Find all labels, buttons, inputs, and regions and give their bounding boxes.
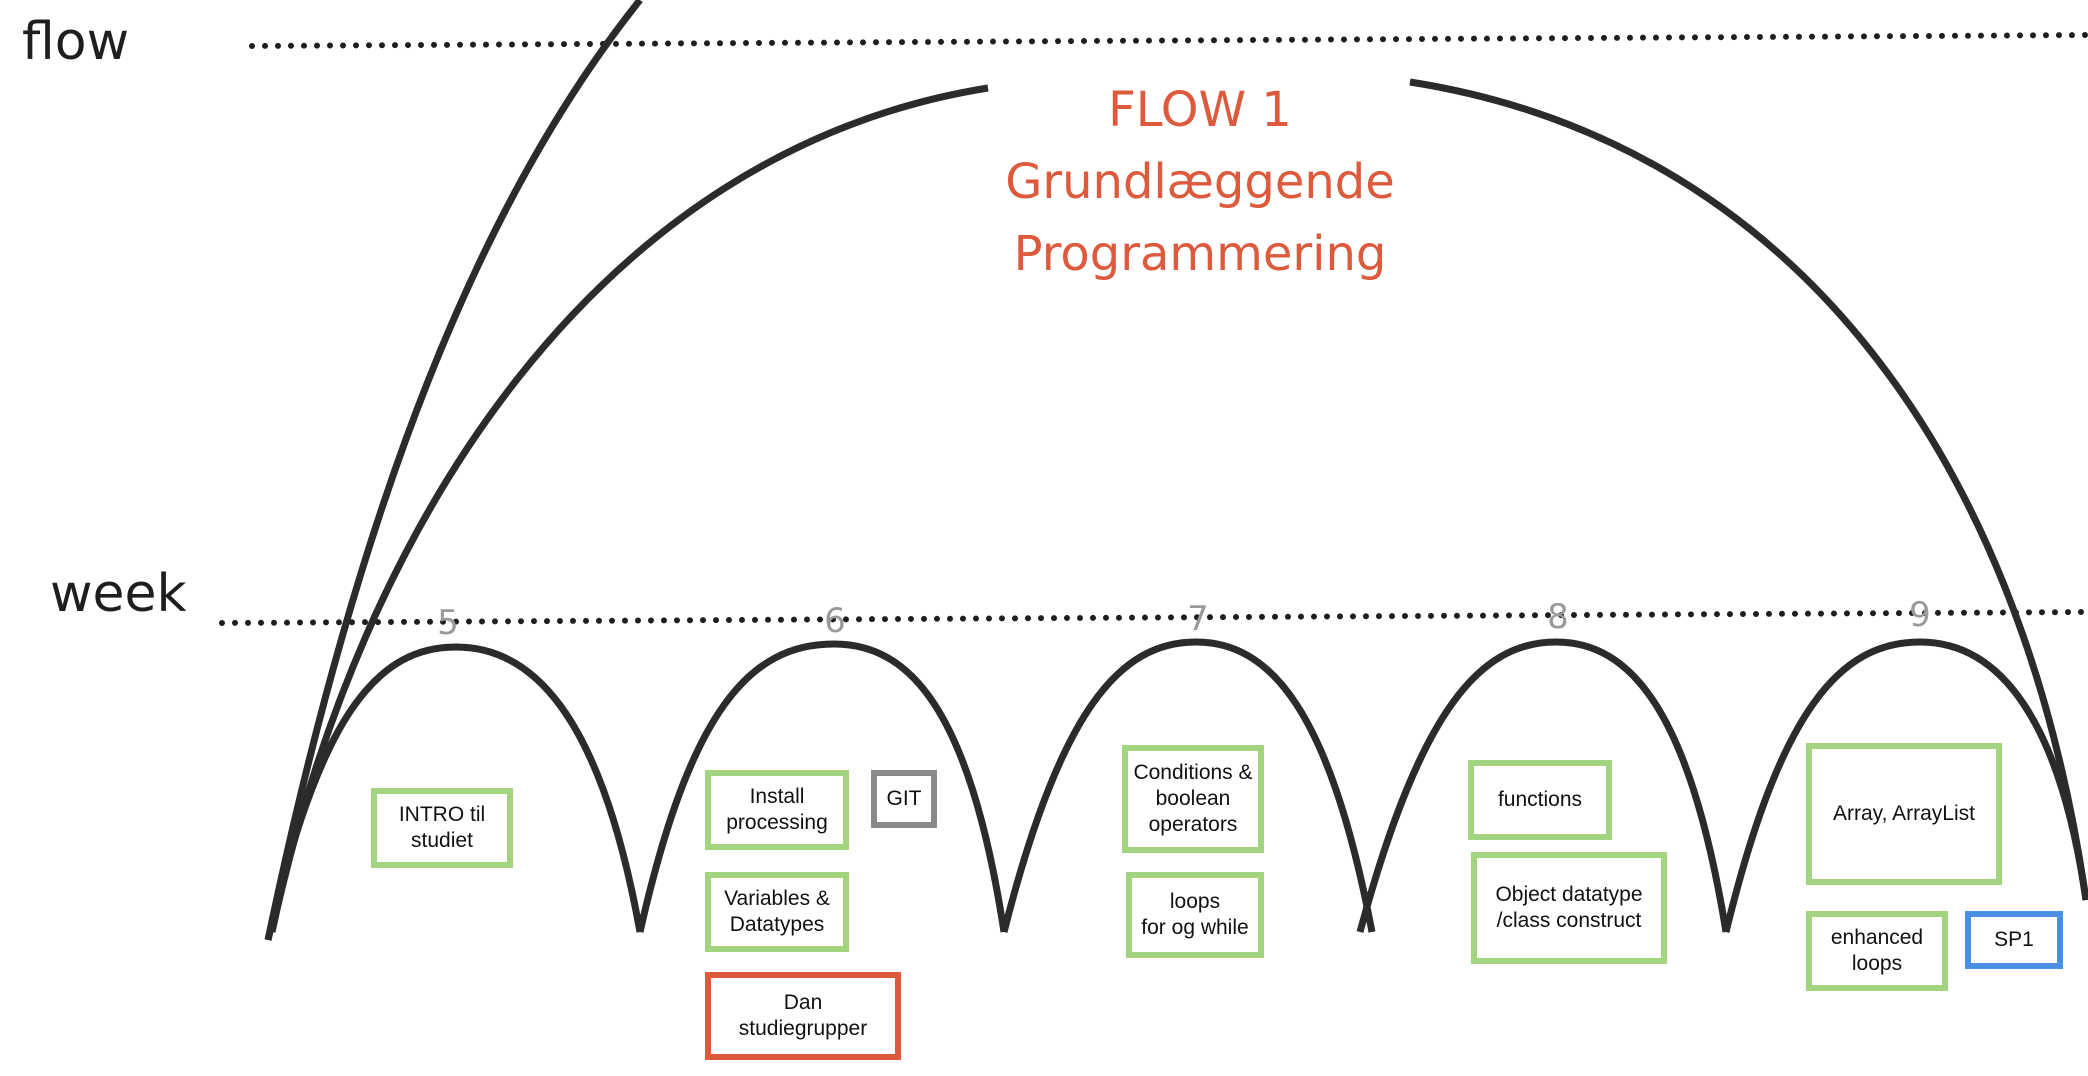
week-dotted-line	[219, 609, 2088, 626]
flow-arc-right	[1409, 78, 2088, 901]
topic-box-conditions: Conditions & boolean operators	[1122, 745, 1264, 853]
week-arc-6	[636, 640, 1008, 933]
week-arc-9	[1722, 638, 2088, 933]
flow-arc-left	[268, 84, 989, 933]
week-number-6: 6	[824, 601, 846, 641]
topic-box-intro: INTRO til studiet	[371, 788, 513, 868]
week-row-label: week	[50, 564, 187, 624]
week-number-7: 7	[1187, 599, 1209, 639]
tool-box-git: GIT	[871, 770, 937, 828]
activity-box-dan-studiegrupper: Dan studiegrupper	[705, 972, 901, 1060]
topic-box-object-datatype: Object datatype /class construct	[1471, 852, 1667, 964]
flow-title-line: FLOW 1	[1108, 82, 1292, 138]
week-number-5: 5	[437, 603, 459, 643]
topic-box-functions: functions	[1468, 760, 1612, 840]
topic-box-variables: Variables & Datatypes	[705, 872, 849, 952]
week-arc-5	[264, 643, 644, 941]
previous-flow-arc	[264, 0, 643, 941]
project-box-sp1: SP1	[1965, 911, 2063, 969]
topic-box-install: Install processing	[705, 770, 849, 850]
week-arc-8	[1356, 638, 1730, 933]
flow-row-label: flow	[22, 12, 130, 72]
week-arc-7	[1000, 638, 1376, 933]
flow-dotted-line	[249, 32, 2088, 49]
topic-box-array: Array, ArrayList	[1806, 743, 2002, 885]
flow-title: FLOW 1 Grundlæggende Programmering	[960, 74, 1440, 290]
flow-title-line: Programmering	[1013, 226, 1387, 282]
topic-box-enhanced-loops: enhanced loops	[1806, 911, 1948, 991]
week-number-9: 9	[1909, 595, 1931, 635]
flow-title-line: Grundlæggende	[1005, 154, 1395, 210]
topic-box-loops: loops for og while	[1126, 872, 1264, 958]
week-number-8: 8	[1547, 597, 1569, 637]
